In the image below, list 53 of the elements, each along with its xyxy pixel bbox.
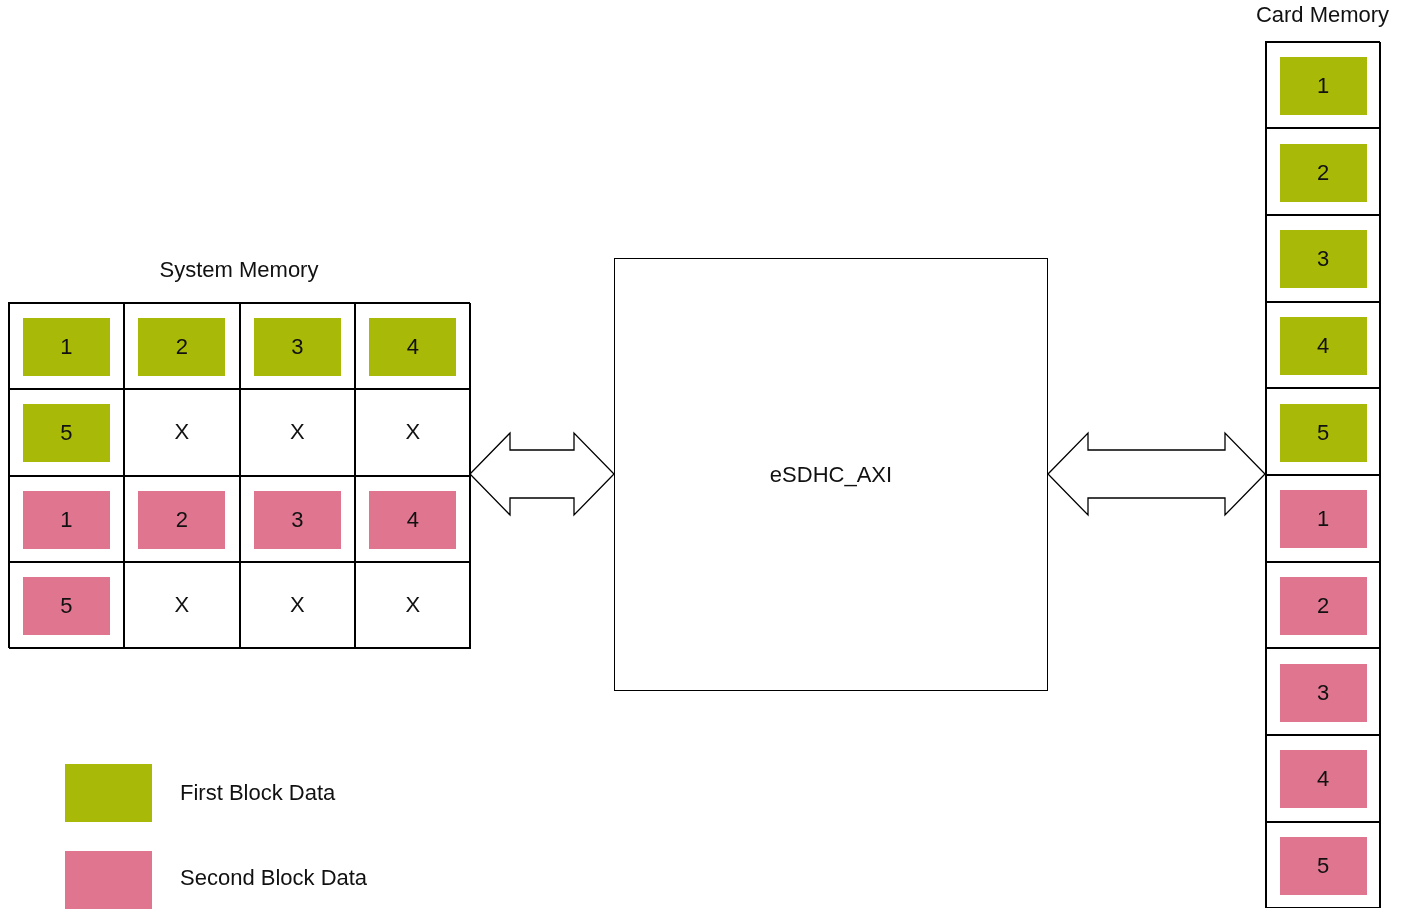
cell-frame bbox=[1265, 735, 1381, 822]
data-block: 1 bbox=[1279, 56, 1367, 115]
table-cell: X bbox=[355, 562, 471, 649]
data-block: 4 bbox=[369, 317, 457, 376]
cell-frame bbox=[1265, 301, 1381, 389]
cell-frame bbox=[1265, 648, 1381, 736]
data-block: 4 bbox=[1279, 750, 1367, 809]
double-arrow bbox=[1047, 431, 1266, 517]
data-block: 5 bbox=[22, 577, 110, 636]
cell-frame bbox=[8, 562, 124, 649]
table-cell: X bbox=[355, 389, 471, 476]
data-block: 2 bbox=[1279, 143, 1367, 202]
data-block: 3 bbox=[1279, 663, 1367, 722]
cell-frame bbox=[8, 475, 124, 562]
table-cell: X bbox=[239, 562, 355, 649]
data-block: 3 bbox=[253, 317, 341, 376]
cell-frame bbox=[1265, 388, 1381, 475]
section-title: Card Memory bbox=[1254, 2, 1391, 28]
section-title: System Memory bbox=[158, 257, 320, 283]
data-block: 5 bbox=[1279, 403, 1367, 462]
data-block: 4 bbox=[369, 490, 457, 549]
cell-frame bbox=[239, 302, 355, 389]
cell-frame bbox=[124, 475, 240, 562]
data-block: 2 bbox=[1279, 577, 1367, 636]
cell-frame bbox=[8, 389, 124, 476]
cell-frame bbox=[124, 302, 240, 389]
data-block: 4 bbox=[1279, 316, 1367, 375]
data-block: 3 bbox=[1279, 230, 1367, 289]
cell-frame bbox=[1265, 128, 1381, 215]
table-cell: X bbox=[124, 562, 240, 649]
cell-frame bbox=[355, 475, 471, 562]
controller-box: eSDHC_AXI bbox=[614, 258, 1048, 691]
cell-frame bbox=[355, 302, 471, 389]
table-cell: X bbox=[124, 389, 240, 476]
data-block: 5 bbox=[1279, 837, 1367, 896]
cell-frame bbox=[1265, 214, 1381, 302]
cell-frame bbox=[239, 475, 355, 562]
cell-frame bbox=[1265, 41, 1381, 129]
data-block: 1 bbox=[22, 490, 110, 549]
double-arrow bbox=[469, 431, 615, 517]
cell-frame bbox=[1265, 475, 1381, 562]
data-block: 2 bbox=[138, 490, 226, 549]
legend-label: Second Block Data bbox=[180, 865, 368, 891]
data-block: 3 bbox=[253, 490, 341, 549]
data-block: 5 bbox=[22, 404, 110, 463]
data-block: 2 bbox=[138, 317, 226, 376]
cell-frame bbox=[1265, 561, 1381, 649]
data-block: 1 bbox=[22, 317, 110, 376]
cell-frame bbox=[1265, 821, 1381, 909]
data-block: 1 bbox=[1279, 490, 1367, 549]
cell-frame bbox=[8, 302, 124, 389]
table-cell: X bbox=[239, 389, 355, 476]
legend-label: First Block Data bbox=[180, 780, 336, 806]
